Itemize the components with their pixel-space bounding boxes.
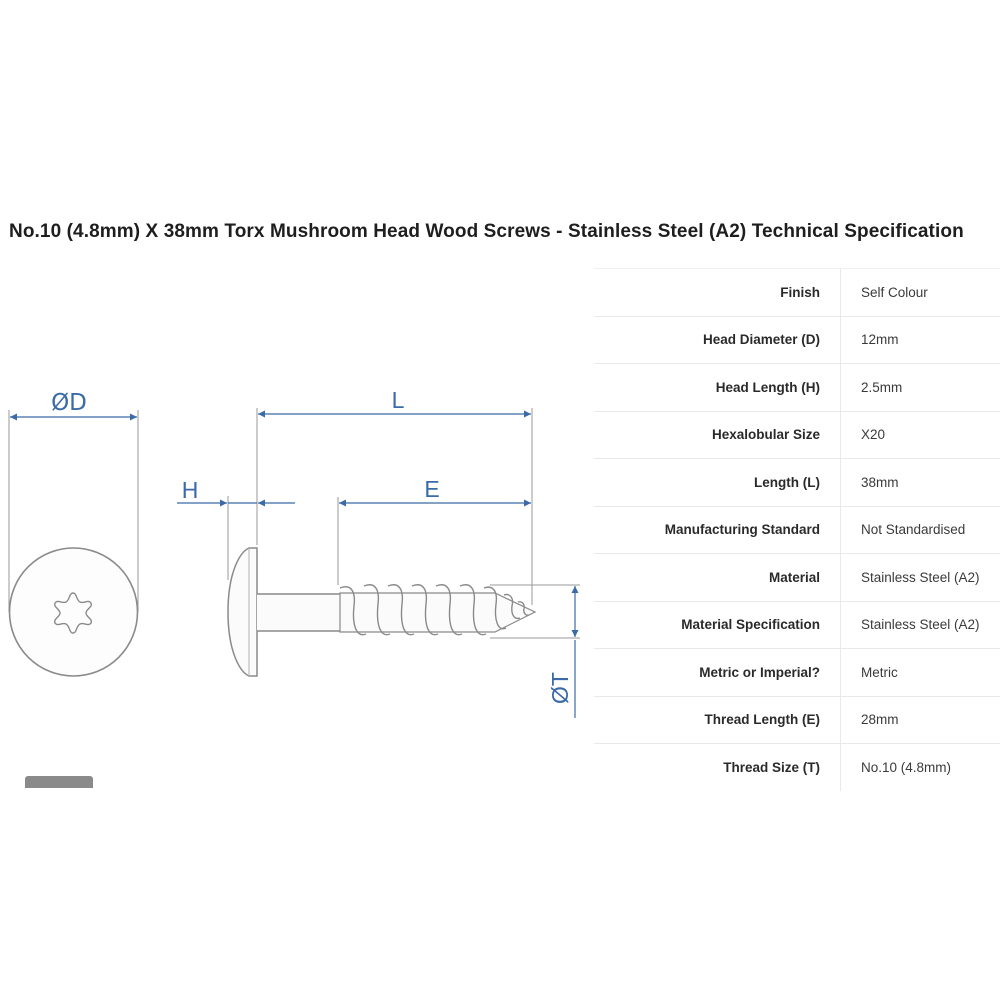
spec-label: Thread Size (T): [594, 743, 841, 791]
table-row: Material Stainless Steel (A2): [594, 553, 1000, 601]
spec-label: Hexalobular Size: [594, 410, 841, 459]
spec-label: Length (L): [594, 458, 841, 506]
spec-value: Stainless Steel (A2): [840, 553, 1000, 601]
spec-value: 28mm: [840, 695, 1000, 744]
spec-value: Stainless Steel (A2): [840, 600, 1000, 649]
spec-label: Metric or Imperial?: [594, 648, 841, 696]
specification-table: Finish Self Colour Head Diameter (D) 12m…: [594, 268, 1000, 791]
table-row: Length (L) 38mm: [594, 458, 1000, 506]
table-row: Finish Self Colour: [594, 268, 1000, 316]
table-row: Material Specification Stainless Steel (…: [594, 600, 1000, 649]
spec-label: Manufacturing Standard: [594, 505, 841, 554]
table-row: Thread Size (T) No.10 (4.8mm): [594, 743, 1000, 791]
diameter-label: ØD: [51, 390, 87, 416]
scroll-tab[interactable]: [25, 776, 93, 788]
table-row: Head Length (H) 2.5mm: [594, 363, 1000, 411]
spec-value: 38mm: [840, 458, 1000, 506]
spec-value: X20: [840, 410, 1000, 459]
screw-side-view: L E H ØT: [177, 387, 580, 718]
table-row: Head Diameter (D) 12mm: [594, 315, 1000, 364]
table-row: Thread Length (E) 28mm: [594, 695, 1000, 744]
torx-recess-icon: [53, 592, 93, 634]
spec-label: Head Diameter (D): [594, 315, 841, 364]
spec-label: Head Length (H): [594, 363, 841, 411]
spec-value: 2.5mm: [840, 363, 1000, 411]
length-label: L: [392, 387, 405, 413]
head-top-view: ØD: [8, 390, 139, 677]
thread-flights: [339, 584, 530, 636]
spec-value: Not Standardised: [840, 505, 1000, 554]
spec-value: No.10 (4.8mm): [840, 743, 1000, 791]
screw-technical-drawing: ØD L E H ØT: [8, 387, 580, 718]
spec-value: 12mm: [840, 315, 1000, 364]
table-row: Metric or Imperial? Metric: [594, 648, 1000, 696]
thread-length-label: E: [424, 476, 439, 502]
page-title: No.10 (4.8mm) X 38mm Torx Mushroom Head …: [9, 221, 964, 242]
spec-label: Material: [594, 553, 841, 601]
head-length-label: H: [182, 477, 199, 503]
spec-label: Finish: [594, 268, 841, 316]
spec-value: Self Colour: [840, 268, 1000, 316]
spec-label: Thread Length (E): [594, 695, 841, 744]
thread-size-label: ØT: [547, 672, 573, 704]
table-row: Manufacturing Standard Not Standardised: [594, 505, 1000, 554]
spec-value: Metric: [840, 648, 1000, 696]
spec-label: Material Specification: [594, 600, 841, 649]
table-row: Hexalobular Size X20: [594, 410, 1000, 459]
